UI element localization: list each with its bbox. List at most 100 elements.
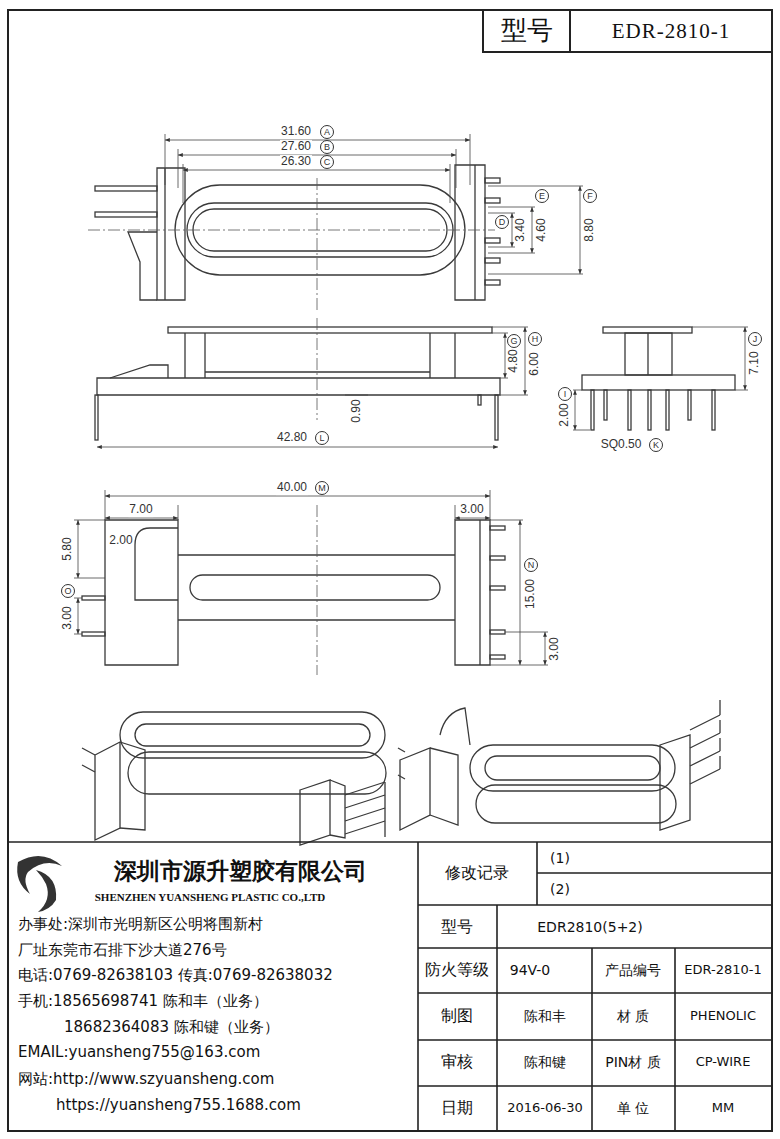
dimension-value: 5.80 — [61, 536, 75, 561]
contact-line: 18682364083 陈和键（业务） — [64, 1019, 279, 1036]
side-view — [110, 365, 168, 378]
bottom-view — [178, 555, 455, 620]
bottom-view — [105, 520, 178, 665]
table-cell: 修改记录 — [445, 864, 509, 882]
dimension-line — [183, 170, 450, 171]
dimension-line — [165, 134, 470, 203]
sheet-border — [569, 10, 571, 52]
callout-letter: A — [320, 125, 334, 139]
table-cell: 产品编号 — [605, 962, 661, 978]
side-view — [168, 327, 492, 333]
dimension-line — [692, 327, 748, 390]
dimension-line — [492, 327, 528, 395]
title-block — [537, 842, 772, 905]
dimension-value: 31.60 — [280, 125, 312, 139]
dimension-line — [97, 327, 528, 447]
center-line — [317, 505, 318, 675]
dimension-line — [505, 632, 548, 633]
contact-line: EMAIL:yuansheng755@163.com — [18, 1044, 260, 1061]
title-cell: EDR-2810-1 — [612, 19, 731, 43]
isometric-view — [135, 724, 370, 746]
callout-letter: I — [558, 387, 572, 401]
end-view — [666, 390, 669, 430]
title-block — [418, 905, 772, 1086]
isometric-view — [345, 782, 385, 834]
company-logo — [36, 870, 56, 912]
end-view — [604, 390, 607, 420]
dimension-line — [74, 520, 105, 578]
dimension-value: 7.10 — [748, 350, 762, 375]
callout-letter: D — [495, 215, 509, 229]
bottom-view — [490, 655, 505, 659]
dimension-line — [455, 518, 490, 519]
dimension-line — [512, 213, 513, 247]
isometric-view — [95, 742, 120, 840]
bottom-view — [82, 632, 105, 636]
center-line — [317, 178, 318, 310]
title-block — [417, 842, 419, 1131]
bottom-view — [479, 520, 480, 665]
table-cell: 陈和键 — [524, 1054, 566, 1070]
table-cell: PIN材 质 — [605, 1054, 661, 1070]
end-view — [582, 327, 735, 430]
callout-letter: H — [528, 332, 542, 346]
company-name: SHENZHEN YUANSHENG PLASTIC CO.,LTD — [95, 891, 326, 904]
top-view — [455, 165, 485, 300]
contact-line: 厂址东莞市石排下沙大道276号 — [18, 942, 227, 959]
table-cell: PHENOLIC — [690, 1009, 756, 1024]
title-block — [8, 842, 772, 1131]
top-view — [485, 238, 500, 243]
center-line — [88, 230, 495, 231]
top-view — [485, 198, 500, 203]
dimension-line — [545, 632, 546, 665]
dimension-value: 0.90 — [350, 398, 364, 423]
dimension-line — [178, 155, 456, 156]
callout-letter: C — [320, 155, 334, 169]
table-cell: (1) — [550, 850, 570, 866]
top-view — [485, 280, 500, 285]
end-view — [591, 390, 594, 430]
table-cell: 防火等级 — [425, 961, 489, 979]
dimension-value: 4.60 — [535, 217, 549, 242]
bottom-view — [490, 586, 505, 590]
bottom-view — [82, 596, 105, 600]
isometric-view — [476, 785, 676, 823]
company-name: 深圳市源升塑胶有限公司 — [114, 858, 367, 884]
top-view — [95, 212, 157, 217]
bottom-view — [490, 526, 505, 530]
title-block — [592, 948, 675, 1131]
table-cell: 94V-0 — [510, 962, 551, 978]
callout-letter: L — [315, 431, 329, 445]
top-view — [474, 165, 475, 300]
title-block — [496, 905, 498, 1131]
dimension-value: 2.00 — [108, 534, 133, 548]
dimension-line — [165, 140, 470, 141]
callout-letter: B — [320, 140, 334, 154]
isometric-view — [719, 700, 720, 769]
table-cell: 日期 — [441, 1099, 473, 1117]
table-cell: 审核 — [441, 1053, 473, 1071]
dimension-value: 4.80 — [507, 348, 521, 373]
dimension-line — [575, 390, 576, 430]
dimension-value: 7.00 — [128, 503, 153, 517]
isometric-view — [128, 752, 386, 794]
center-line — [317, 318, 318, 420]
dimension-value: 3.00 — [548, 636, 562, 661]
dimension-value: 42.80 — [276, 431, 308, 445]
contact-line: 网站:http://www.szyuansheng.com — [18, 1071, 274, 1088]
dimension-line — [488, 213, 515, 247]
dimension-line — [490, 520, 548, 665]
callout-letter: E — [535, 189, 549, 203]
dimension-line — [520, 520, 521, 665]
callout-letter: O — [61, 584, 75, 598]
dimension-line — [78, 520, 79, 578]
dimension-line — [532, 207, 533, 253]
table-cell: MM — [712, 1101, 734, 1116]
table-cell: EDR2810(5+2) — [537, 919, 642, 935]
dimension-line — [165, 134, 583, 274]
company-logo — [17, 856, 62, 912]
sheet-border — [483, 10, 772, 52]
dimension-line — [488, 186, 583, 274]
callout-letter: N — [524, 558, 538, 572]
dimension-line — [345, 395, 368, 396]
